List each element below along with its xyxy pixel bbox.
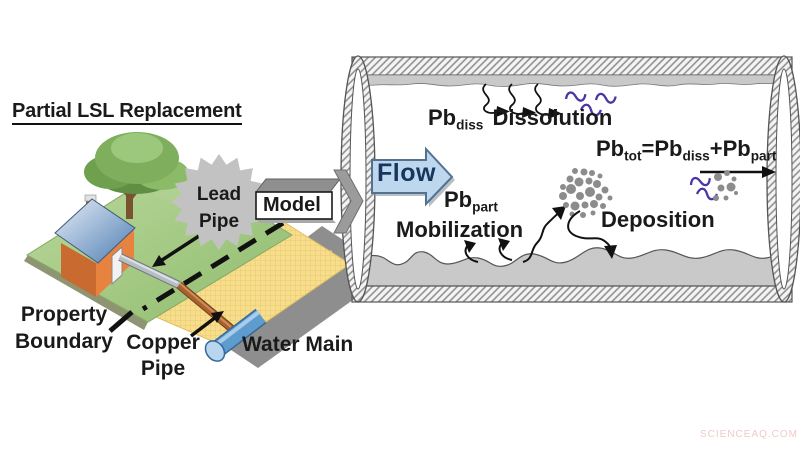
pipe-wall-bottom bbox=[351, 284, 793, 303]
tree-icon bbox=[84, 132, 190, 219]
property-boundary-dashed-line bbox=[141, 220, 285, 312]
deposition-label: Deposition bbox=[601, 207, 715, 232]
lead-service-line bbox=[118, 253, 181, 289]
lead-pipe-label-line2: Pipe bbox=[198, 211, 240, 232]
copper-pipe-label: Copper Pipe bbox=[120, 330, 206, 382]
pb-part-base: Pb bbox=[444, 187, 473, 212]
dissolution-word: Dissolution bbox=[492, 105, 613, 130]
outflow-particles bbox=[713, 170, 738, 201]
pipe-cross-section bbox=[340, 55, 800, 303]
water-main-label: Water Main bbox=[242, 333, 354, 356]
formula-plus-pb-part: +Pb bbox=[709, 136, 751, 161]
deposition-arrow bbox=[567, 210, 617, 259]
copper-service-line bbox=[176, 281, 235, 333]
pb-diss-term: Pb bbox=[428, 105, 457, 130]
lead-pipe-label-line1: Lead bbox=[196, 184, 242, 205]
dissolution-label: Pbdiss Dissolution bbox=[428, 105, 613, 133]
scale-layer-bottom bbox=[351, 247, 793, 287]
pb-part-subscript: part bbox=[472, 199, 498, 215]
property-boundary-pointer-slash bbox=[108, 310, 134, 333]
property-boundary-line2: Boundary bbox=[14, 330, 113, 353]
mobilization-rise-arrow bbox=[522, 206, 566, 263]
lead-pipe-starburst bbox=[171, 154, 267, 250]
dissolution-release-arrows bbox=[482, 83, 551, 116]
mobilization-curl-arrows bbox=[464, 238, 513, 263]
pipe-wall-top bbox=[351, 56, 793, 76]
street-scene bbox=[24, 132, 392, 368]
dissolution-arrowheads bbox=[496, 106, 562, 119]
copper-pipe-line1: Copper bbox=[126, 331, 200, 354]
pb-part-term: Pbpart bbox=[444, 187, 498, 215]
house-icon bbox=[54, 194, 136, 297]
pipe-rim-right bbox=[766, 55, 800, 303]
formula-tot-sub: tot bbox=[624, 148, 642, 164]
lead-pipe-pointer-arrow bbox=[152, 234, 200, 267]
outflow-arrow bbox=[700, 166, 776, 178]
flow-label: Flow bbox=[377, 159, 436, 187]
pb-diss-subscript: diss bbox=[456, 117, 484, 133]
figure-title: Partial LSL Replacement bbox=[12, 100, 242, 125]
property-boundary-line1: Property bbox=[20, 303, 108, 326]
lead-pipe-label: Lead Pipe bbox=[186, 181, 252, 235]
watermark: SCIENCEAQ.COM bbox=[700, 429, 799, 440]
property-boundary-label: Property Boundary bbox=[8, 301, 120, 355]
scale-layer-top bbox=[351, 74, 793, 87]
dissolved-lead-squiggles bbox=[564, 91, 617, 117]
model-arrowhead bbox=[333, 169, 364, 234]
model-arrow bbox=[254, 169, 364, 234]
pipe-rim-left bbox=[340, 55, 376, 303]
copper-pipe-line2: Pipe bbox=[140, 357, 186, 380]
water-main-pipe bbox=[204, 308, 267, 362]
lawn-edge-shadow bbox=[24, 255, 148, 330]
door bbox=[111, 245, 123, 286]
mass-balance-formula: Pbtot=Pbdiss+Pbpart bbox=[596, 136, 777, 164]
lead-particle-cluster bbox=[559, 168, 613, 218]
flow-arrow-icon bbox=[371, 146, 455, 207]
copper-pipe-pointer-arrow bbox=[189, 311, 224, 338]
formula-eq-pb-diss: =Pb bbox=[641, 136, 683, 161]
mobilization-label: Mobilization bbox=[396, 217, 524, 242]
formula-diss-sub: diss bbox=[682, 148, 710, 164]
formula-part-sub: part bbox=[750, 148, 777, 164]
model-label: Model bbox=[263, 194, 321, 216]
formula-pb-tot: Pb bbox=[596, 136, 625, 161]
